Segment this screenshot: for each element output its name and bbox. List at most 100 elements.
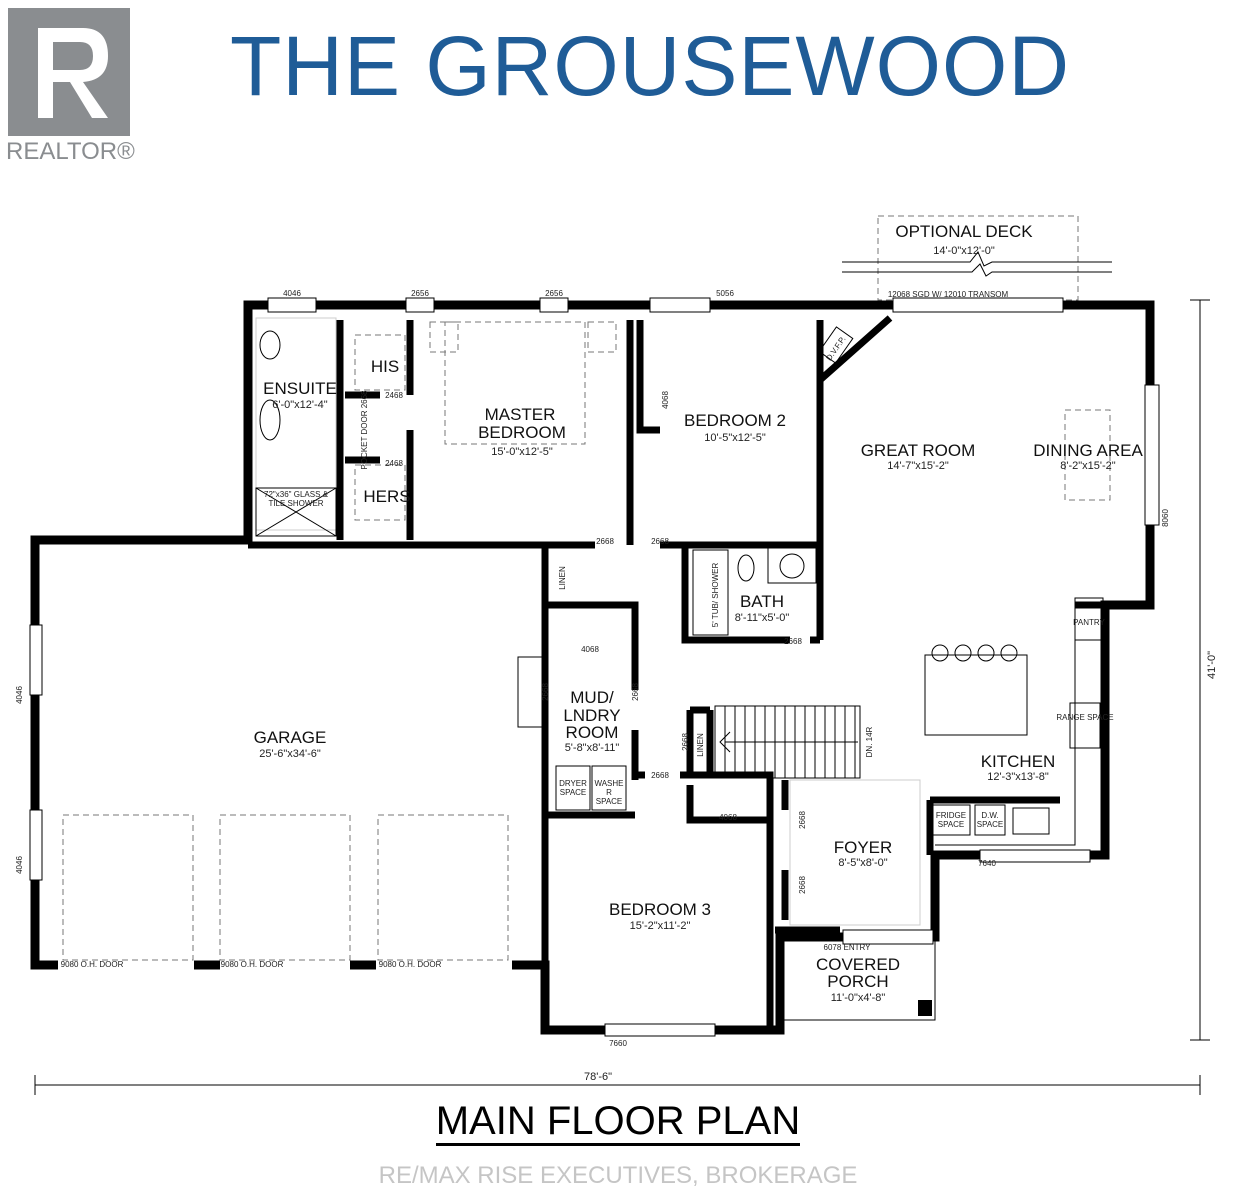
depth-dimension-line: [1190, 299, 1210, 1041]
svg-text:PANTRY: PANTRY: [1073, 618, 1105, 627]
his-closet-rod: [354, 334, 406, 391]
svg-text:LNDRY: LNDRY: [563, 706, 620, 725]
realtor-r-icon: [38, 28, 108, 118]
svg-text:2668: 2668: [631, 683, 640, 701]
ensuite-name: ENSUITE: [263, 379, 337, 398]
svg-text:11'-0"x4'-8": 11'-0"x4'-8": [831, 992, 886, 1004]
dryer-label: DRYER SPACE: [559, 779, 587, 797]
porch-post: [918, 1000, 932, 1016]
exterior-walls: [29, 297, 1160, 1037]
svg-text:15'-0"x12'-5": 15'-0"x12'-5": [491, 446, 553, 458]
svg-text:BEDROOM 2: BEDROOM 2: [684, 411, 786, 430]
optional-deck: OPTIONAL DECK 14'-0"x12'-0": [842, 215, 1112, 301]
dw-label: D.W. SPACE: [976, 811, 1004, 829]
svg-text:6078 ENTRY: 6078 ENTRY: [824, 943, 872, 952]
svg-text:FOYER: FOYER: [834, 838, 893, 857]
washer-label: WASHER SPACE: [594, 779, 624, 806]
svg-text:4068: 4068: [661, 391, 670, 409]
interior-walls: [248, 315, 1105, 1030]
svg-text:2668: 2668: [784, 637, 802, 646]
width-dimension: 78'-6": [584, 1071, 612, 1083]
kitchen-fixtures: PANTRY RANGE SPACE: [924, 597, 1114, 846]
svg-text:2668: 2668: [798, 811, 807, 829]
room-labels: ENSUITE 6'-0"x12'-4" HIS HERS MASTER BED…: [254, 357, 1144, 1004]
width-dimension-line: [34, 1075, 1201, 1095]
svg-text:2468: 2468: [385, 391, 403, 400]
fridge-label: FRIDGE SPACE: [935, 811, 967, 829]
svg-text:9080 O.H. DOOR: 9080 O.H. DOOR: [379, 960, 442, 969]
svg-text:2468: 2468: [385, 459, 403, 468]
svg-text:8'-11"x5'-0": 8'-11"x5'-0": [735, 612, 790, 624]
svg-text:BEDROOM 3: BEDROOM 3: [609, 900, 711, 919]
svg-text:BEDROOM: BEDROOM: [478, 423, 566, 442]
svg-text:2656: 2656: [411, 289, 429, 298]
svg-text:2668: 2668: [596, 537, 614, 546]
svg-text:BATH: BATH: [740, 592, 784, 611]
svg-text:MASTER: MASTER: [485, 405, 556, 424]
sink-icon: [779, 553, 805, 579]
deck-size: 14'-0"x12'-0": [933, 245, 995, 257]
svg-text:GREAT ROOM: GREAT ROOM: [861, 441, 976, 460]
svg-text:6'-0"x12'-4": 6'-0"x12'-4": [272, 399, 328, 411]
svg-text:5' TUB/ SHOWER: 5' TUB/ SHOWER: [711, 563, 720, 628]
svg-text:2668: 2668: [541, 683, 550, 701]
tub-shower-icon: [692, 549, 729, 636]
nightstand: [587, 321, 617, 353]
svg-text:10'-5"x12'-5": 10'-5"x12'-5": [704, 432, 766, 444]
stairs: DN. 14R: [714, 705, 874, 779]
svg-text:25'-6"x34'-6": 25'-6"x34'-6": [259, 748, 321, 760]
realtor-logo: [8, 8, 130, 136]
page-title: THE GROUSEWOOD: [229, 19, 1070, 113]
sink-icon: [1012, 807, 1050, 835]
svg-text:HIS: HIS: [371, 357, 399, 376]
linen-label: LINEN: [558, 566, 567, 590]
svg-text:7660: 7660: [609, 1039, 627, 1048]
svg-text:GARAGE: GARAGE: [254, 728, 327, 747]
shower-label: 72"x36" GLASS & TILE SHOWER: [264, 490, 328, 508]
shower-icon: [255, 487, 337, 537]
svg-text:8'-2"x15'-2": 8'-2"x15'-2": [1060, 460, 1116, 472]
dining-table: [1064, 409, 1111, 501]
svg-text:HERS: HERS: [363, 487, 410, 506]
svg-text:4068: 4068: [719, 813, 737, 822]
realtor-logo-text: REALTOR®: [6, 138, 135, 165]
svg-text:9080 O.H. DOOR: 9080 O.H. DOOR: [221, 960, 284, 969]
svg-text:8060: 8060: [1161, 509, 1170, 527]
plan-title: MAIN FLOOR PLAN: [0, 1098, 1236, 1146]
svg-text:DN. 14R: DN. 14R: [865, 726, 874, 757]
foyer-tile: [789, 779, 921, 926]
svg-text:4046: 4046: [15, 856, 24, 874]
garage-step: [517, 656, 545, 728]
svg-text:DINING AREA: DINING AREA: [1033, 441, 1143, 460]
laundry-fixtures: [555, 765, 627, 811]
toilet-icon: [259, 330, 281, 360]
svg-text:4046: 4046: [15, 686, 24, 704]
hers-closet-rod: [354, 464, 406, 521]
svg-text:9080 O.H. DOOR: 9080 O.H. DOOR: [61, 960, 124, 969]
nightstand: [429, 321, 459, 353]
svg-text:2668: 2668: [651, 537, 669, 546]
svg-text:ROOM: ROOM: [566, 723, 619, 742]
svg-text:RANGE SPACE: RANGE SPACE: [1056, 713, 1113, 722]
tub-icon: [259, 399, 281, 441]
toilet-icon: [737, 554, 755, 582]
svg-text:PORCH: PORCH: [827, 972, 888, 991]
island: [924, 654, 1028, 736]
svg-text:2656: 2656: [545, 289, 563, 298]
svg-text:2668: 2668: [798, 876, 807, 894]
range-icon: [1069, 702, 1101, 749]
ensuite-fixtures: POCKET DOOR 2668: [255, 317, 369, 537]
svg-text:2668: 2668: [651, 771, 669, 780]
depth-dimension: 41'-0": [1206, 651, 1218, 679]
svg-text:5'-8"x8'-11": 5'-8"x8'-11": [565, 742, 620, 754]
svg-text:4068: 4068: [581, 645, 599, 654]
svg-text:12'-3"x13'-8": 12'-3"x13'-8": [987, 771, 1049, 783]
svg-text:COVERED: COVERED: [816, 955, 900, 974]
bed-outline: [444, 321, 586, 445]
svg-text:MUD/: MUD/: [570, 688, 614, 707]
svg-text:4046: 4046: [283, 289, 301, 298]
linen-label: LINEN: [696, 733, 705, 757]
svg-text:15'-2"x11'-2": 15'-2"x11'-2": [630, 920, 691, 932]
svg-text:KITCHEN: KITCHEN: [981, 752, 1056, 771]
